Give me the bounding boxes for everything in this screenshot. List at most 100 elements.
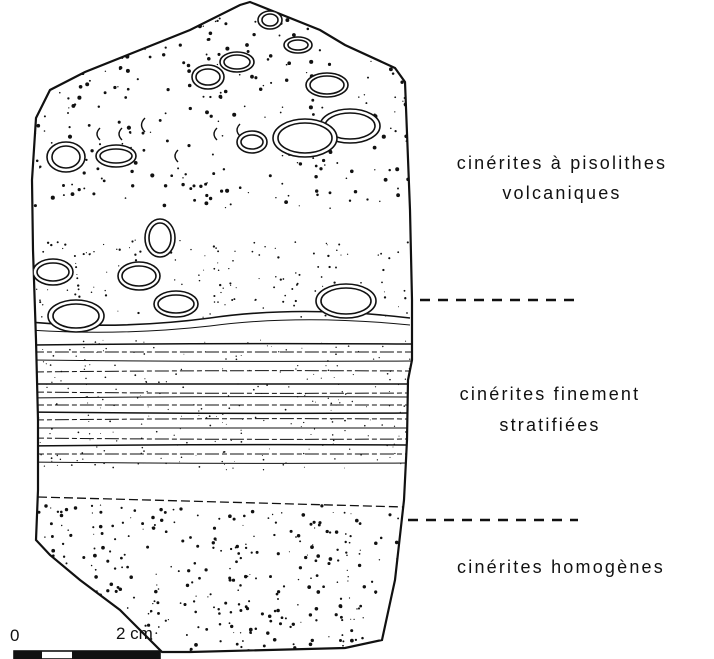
ash-grain — [71, 464, 73, 466]
ash-grain — [371, 28, 373, 30]
ash-grain — [359, 605, 362, 608]
ash-grain — [76, 356, 77, 357]
ash-grain — [68, 107, 69, 108]
ash-grain — [295, 368, 296, 369]
ash-grain — [42, 251, 44, 253]
ash-grain — [71, 192, 75, 196]
ash-grain — [218, 612, 221, 615]
ash-grain — [142, 132, 145, 135]
ash-grain — [156, 601, 159, 604]
ash-grain — [148, 613, 150, 615]
ash-grain — [335, 347, 336, 348]
ash-grain — [276, 609, 280, 613]
ash-grain — [312, 113, 315, 116]
ash-grain — [179, 44, 182, 47]
ash-grain — [242, 640, 244, 642]
ash-grain — [284, 295, 286, 297]
ash-grain — [59, 92, 61, 94]
ash-grain — [96, 446, 97, 447]
ash-grain — [209, 313, 210, 314]
ash-grain — [355, 519, 359, 523]
ash-grain — [225, 358, 227, 360]
ash-grain — [253, 389, 255, 391]
ash-grain — [317, 12, 319, 14]
ash-dots-lower — [37, 504, 411, 656]
ash-grain — [51, 196, 55, 200]
ash-grain — [181, 539, 184, 542]
pisolite — [53, 304, 99, 328]
ash-grain — [167, 22, 171, 26]
ash-grain — [198, 577, 201, 580]
ash-grain — [353, 619, 354, 620]
ash-grain — [55, 575, 58, 578]
ash-grain — [75, 266, 77, 268]
ash-grain — [272, 514, 273, 515]
ash-grain — [41, 316, 42, 317]
ash-grain — [89, 433, 90, 434]
ash-grain — [215, 247, 217, 249]
ash-grain — [158, 381, 160, 383]
ash-grain — [67, 97, 69, 99]
ash-grain — [105, 294, 107, 296]
ash-grain — [141, 423, 142, 424]
ash-grain — [125, 197, 127, 199]
ash-grain — [224, 90, 228, 94]
ash-grain — [103, 244, 104, 245]
ash-grain — [119, 618, 122, 621]
ash-grain — [384, 178, 388, 182]
ash-grain — [282, 155, 284, 157]
ash-grain — [126, 566, 129, 569]
ash-grain — [49, 433, 50, 434]
ash-grain — [141, 522, 144, 525]
ash-grain — [342, 640, 344, 642]
ash-grain — [287, 61, 291, 65]
ash-grain — [233, 298, 235, 300]
ash-grain — [219, 623, 222, 626]
ash-grain — [124, 17, 126, 19]
ash-grain — [375, 593, 376, 594]
ash-grain — [135, 340, 137, 342]
ash-grain — [165, 530, 168, 533]
ash-grain — [38, 588, 40, 590]
ash-grain — [154, 590, 158, 594]
ash-grain — [38, 570, 41, 573]
ash-grain — [60, 459, 61, 460]
pisolite — [122, 266, 156, 286]
ash-grain — [213, 295, 215, 297]
ash-grain — [406, 583, 408, 585]
ash-grain — [327, 649, 330, 652]
ash-grain — [336, 549, 338, 551]
ash-grain — [173, 509, 175, 511]
stratum-line — [30, 392, 412, 393]
ash-grain — [84, 621, 86, 623]
ash-grain — [65, 596, 67, 598]
ash-grain — [144, 49, 145, 50]
ash-grain — [350, 170, 354, 174]
ash-grain — [214, 301, 216, 303]
ash-grain — [79, 85, 83, 89]
ash-grain — [74, 39, 76, 41]
ash-grain — [289, 626, 291, 628]
ash-grain — [187, 144, 190, 147]
ash-grain — [64, 243, 66, 245]
ash-grain — [233, 632, 234, 633]
ash-grain — [269, 575, 272, 578]
ash-grain — [50, 522, 53, 525]
ash-grain — [39, 301, 41, 303]
ash-grain — [337, 581, 339, 583]
ash-grain — [95, 341, 97, 343]
ash-grain — [46, 363, 47, 364]
ash-grain — [315, 189, 318, 192]
ash-grain — [295, 536, 297, 538]
ash-grain — [318, 20, 320, 22]
ash-grain — [231, 440, 232, 441]
unit-label-line2: volcaniques — [410, 183, 714, 204]
ash-grain — [85, 365, 86, 366]
ash-grain — [363, 617, 364, 618]
ash-grain — [251, 510, 255, 513]
ash-grain — [297, 604, 299, 606]
ash-grain — [158, 588, 160, 590]
ash-grain — [278, 351, 279, 352]
ash-grain — [321, 276, 323, 278]
ash-grain — [174, 279, 175, 280]
